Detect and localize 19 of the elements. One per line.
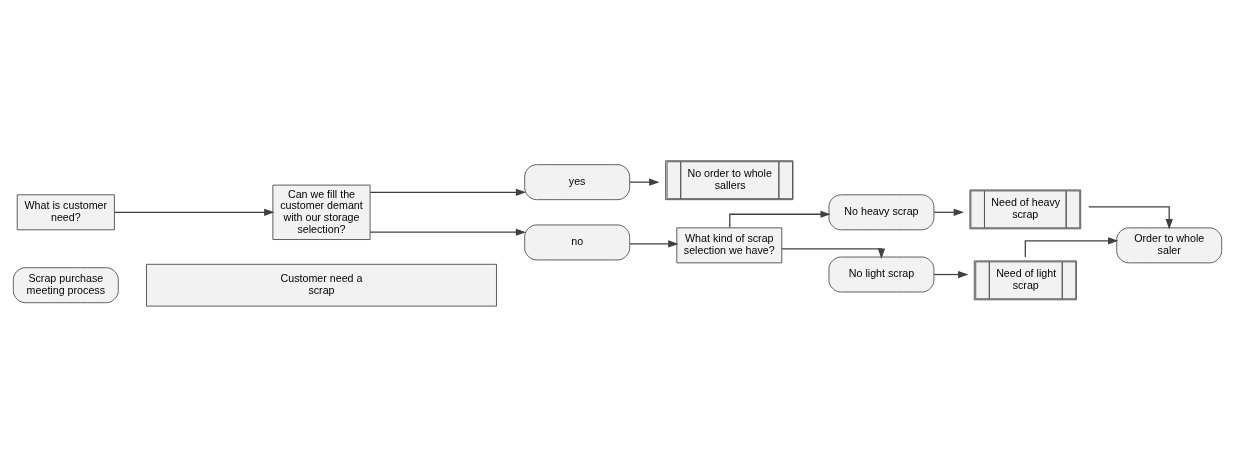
arrow xyxy=(629,239,679,247)
node-box: No heavy scrap xyxy=(828,193,935,230)
arrow xyxy=(933,270,969,278)
node-box: Order to whole saler xyxy=(1116,226,1223,263)
arrow xyxy=(369,188,527,196)
node-box: No light scrap xyxy=(828,256,935,292)
arrow xyxy=(629,178,660,186)
node-box: yes xyxy=(524,163,631,200)
arrow xyxy=(933,208,964,216)
arrow xyxy=(781,247,886,259)
node-box: What is customer need? xyxy=(16,193,115,230)
node-box: Can we fill the customer demant with our storage selection? xyxy=(272,184,371,240)
node-box: Scrap purchase meeting process xyxy=(12,266,119,303)
arrow xyxy=(369,228,527,236)
arrow xyxy=(113,208,275,216)
node-box: What kind of scrap selection we have? xyxy=(676,226,783,263)
node-box: Customer need a scrap xyxy=(146,263,497,307)
arrow xyxy=(1088,205,1173,229)
node-box: no xyxy=(524,223,631,260)
